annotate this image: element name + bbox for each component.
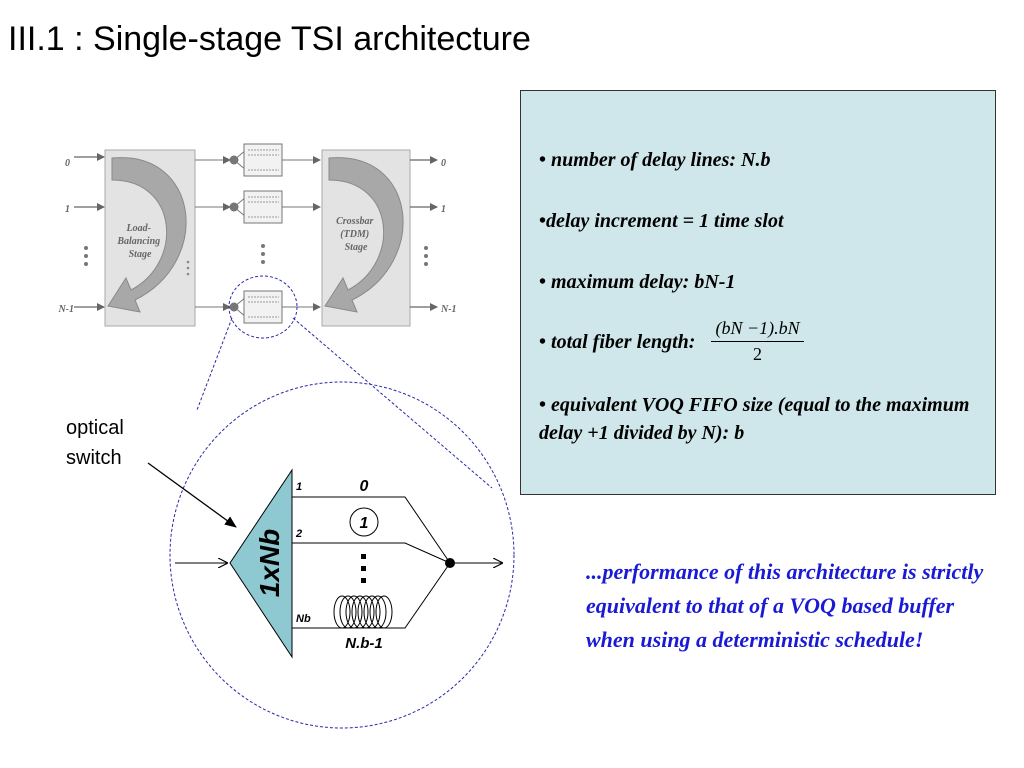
load-balancing-stage: Load- Balancing Stage — [104, 149, 196, 327]
output-dots — [424, 246, 428, 266]
dots — [186, 260, 190, 276]
optical-switch-label: switch — [66, 447, 122, 469]
lb-label-line: Balancing — [116, 236, 160, 247]
formula-numerator: (bN −1).bN — [711, 317, 804, 342]
curved-arrow-icon — [107, 157, 187, 313]
delay-label: N.b-1 — [345, 635, 383, 652]
optical-switch-label: optical — [66, 417, 124, 439]
bullet-symbol: • — [539, 271, 547, 293]
bullet-symbol: • — [539, 330, 547, 353]
zoom-connector — [196, 317, 233, 411]
bullet-text: total fiber length: — [551, 330, 696, 353]
delay-lines — [292, 496, 451, 629]
bullet-delay-lines: • number of delay lines: N.b — [539, 146, 983, 174]
zoom-source-circle — [228, 275, 298, 339]
port-label: 2 — [295, 528, 302, 540]
bullet-fiber-length: • total fiber length: (bN −1).bN 2 — [539, 317, 983, 366]
delay-label: 1 — [360, 515, 369, 532]
svg-text:optical switch: optical switch — [66, 417, 129, 469]
properties-box: • number of delay lines: N.b •delay incr… — [520, 90, 996, 495]
curved-arrow-icon — [324, 157, 404, 313]
bullet-text: maximum delay: bN-1 — [551, 271, 736, 293]
output-lines — [410, 156, 438, 311]
mini-delay-modules — [195, 143, 321, 324]
fiber-coil-icon — [333, 595, 393, 629]
output-label: N-1 — [440, 304, 457, 315]
bullet-symbol: • — [539, 149, 547, 171]
crossbar-label-line: Crossbar — [336, 216, 373, 227]
output-label: 1 — [441, 204, 446, 215]
formula-denominator: 2 — [753, 344, 763, 364]
bullet-text: number of delay lines: N.b — [551, 149, 771, 171]
input-label: 1 — [65, 204, 70, 215]
output-label: 0 — [441, 158, 446, 169]
port-label: Nb — [296, 613, 311, 625]
port-label: 1 — [296, 481, 302, 493]
lb-label-line: Load- — [126, 223, 151, 234]
bullet-voq-size: • equivalent VOQ FIFO size (equal to the… — [539, 391, 983, 447]
combiner-node — [445, 558, 455, 568]
input-lines — [74, 153, 105, 311]
middle-dots — [261, 244, 265, 264]
bullet-text: equivalent VOQ FIFO size (equal to the m… — [539, 394, 970, 444]
bullet-text: delay increment = 1 time slot — [546, 210, 784, 232]
input-label: N-1 — [57, 304, 74, 315]
lb-label-line: Stage — [129, 249, 152, 260]
zoom-connector — [292, 317, 493, 489]
input-dots — [84, 246, 88, 266]
slide-title: III.1 : Single-stage TSI architecture — [8, 20, 531, 58]
performance-note: ...performance of this architecture is s… — [586, 559, 984, 652]
fiber-length-formula: (bN −1).bN 2 — [711, 317, 804, 366]
delay-label: 0 — [360, 478, 369, 495]
crossbar-label-line: (TDM) — [340, 229, 369, 240]
zoom-detail-circle — [169, 381, 515, 729]
bullet-delay-increment: •delay increment = 1 time slot — [539, 207, 983, 235]
optical-switch-pointer — [147, 462, 237, 528]
switch-label: 1xNb — [254, 529, 285, 597]
svg-text:Load- Balancing St: Load- Balancing Stage — [116, 223, 162, 260]
bullet-symbol: • — [539, 210, 547, 232]
crossbar-stage: Crossbar (TDM) Stage — [321, 149, 411, 327]
bullet-max-delay: • maximum delay: bN-1 — [539, 268, 983, 296]
svg-text:Crossbar (TDM) Sta: Crossbar (TDM) Stage — [336, 216, 376, 253]
optical-switch-triangle: 1xNb — [175, 468, 293, 659]
crossbar-label-line: Stage — [345, 242, 368, 253]
input-label: 0 — [65, 158, 70, 169]
delay-dots — [361, 554, 366, 583]
bullet-symbol: • — [539, 394, 547, 416]
